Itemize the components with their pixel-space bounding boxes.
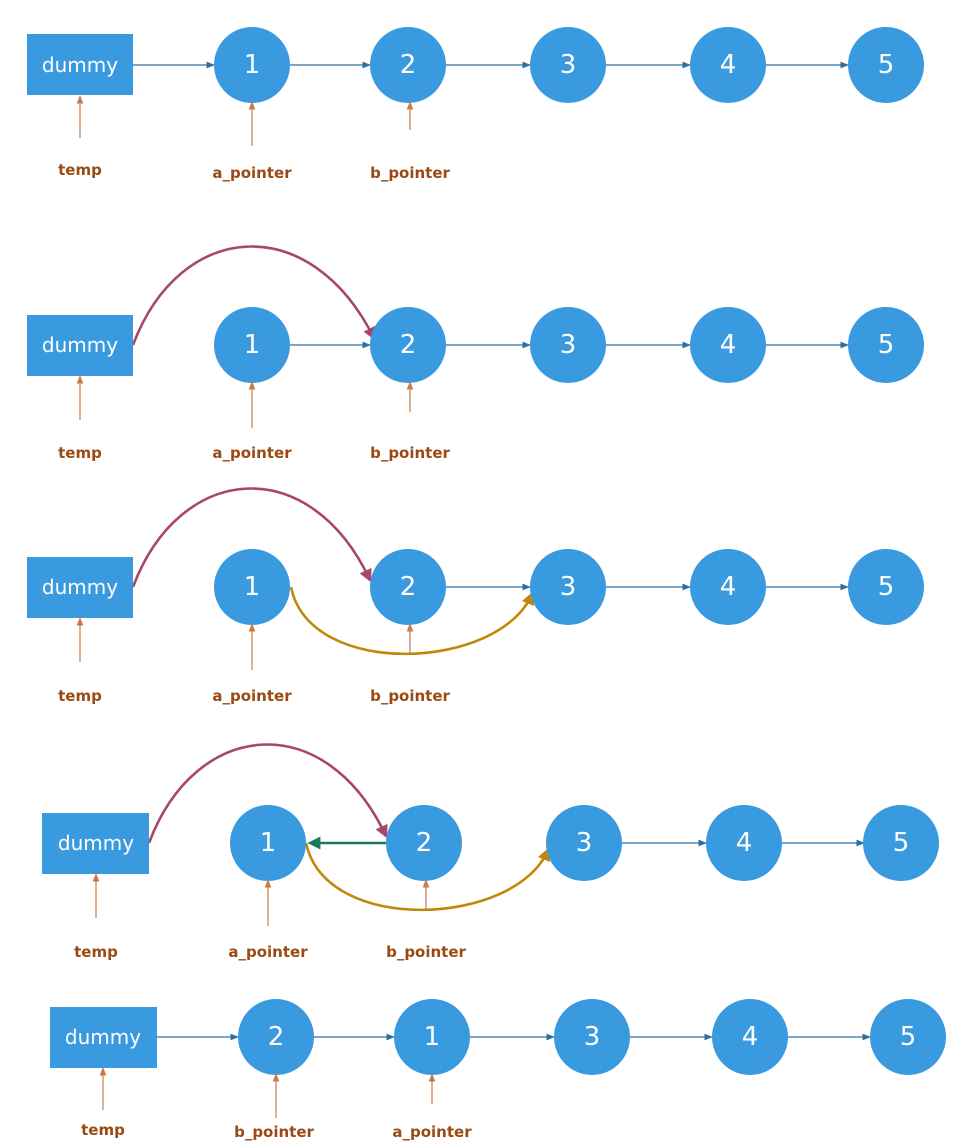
node-value: 2 [400,330,417,360]
dummy-node [50,1007,157,1068]
node-value: 4 [720,572,737,602]
a-pointer-label: a_pointer [212,444,292,462]
list-node [214,27,290,103]
temp-label: temp [74,943,118,961]
temp-label: temp [81,1121,125,1139]
node-value: 3 [584,1022,601,1052]
list-node [214,549,290,625]
list-node [230,805,306,881]
dummy-node [27,557,133,618]
b-pointer-label: b_pointer [370,164,450,182]
list-node [848,307,924,383]
list-node [370,549,446,625]
node-value: 5 [878,50,895,80]
node-value: 2 [416,828,433,858]
node-value: 3 [560,330,577,360]
dummy-label: dummy [42,575,118,599]
dummy-node [42,813,149,874]
step-2: dummy 1 2 3 4 5 temp a_pointer b_pointer [27,245,924,462]
node-value: 5 [878,330,895,360]
node-value: 4 [720,330,737,360]
dummy-to-2-arrow [131,245,376,346]
list-node [530,307,606,383]
list-node [386,805,462,881]
b-pointer-label: b_pointer [370,687,450,705]
temp-label: temp [58,444,102,462]
dummy-node [27,315,133,376]
list-node [690,307,766,383]
list-node [214,307,290,383]
list-node [690,27,766,103]
list-node [706,805,782,881]
a-pointer-label: a_pointer [392,1123,472,1141]
list-node [848,27,924,103]
dummy-node [27,34,133,95]
list-node [712,999,788,1075]
dummy-label: dummy [65,1025,141,1049]
dummy-to-2-arrow [131,487,372,588]
a-pointer-label: a_pointer [212,687,292,705]
list-node [690,549,766,625]
dummy-label: dummy [42,53,118,77]
dummy-to-2-arrow [147,743,388,844]
list-node [530,27,606,103]
a-pointer-label: a_pointer [228,943,308,961]
step-5: dummy 2 1 3 4 5 temp b_pointer a_pointer [50,999,946,1141]
node-value: 5 [878,572,895,602]
node1-to-3-arrow [304,842,550,912]
temp-label: temp [58,161,102,179]
list-node [848,549,924,625]
node-value: 3 [560,50,577,80]
node-value: 3 [560,572,577,602]
step-4: dummy 1 2 3 4 5 temp a_pointer b_pointer [42,743,939,961]
node-value: 2 [400,572,417,602]
node1-to-3-arrow [289,586,534,656]
list-node [370,307,446,383]
list-node [370,27,446,103]
node-value: 2 [400,50,417,80]
list-node [394,999,470,1075]
node-value: 3 [576,828,593,858]
step-3: dummy 1 2 3 4 5 temp a_pointer b_pointer [27,487,924,705]
list-node [546,805,622,881]
node-value: 1 [424,1022,441,1052]
b-pointer-label: b_pointer [370,444,450,462]
b-pointer-label: b_pointer [386,943,466,961]
node-value: 4 [720,50,737,80]
node-value: 5 [900,1022,917,1052]
b-pointer-label: b_pointer [234,1123,314,1141]
list-node [870,999,946,1075]
node-value: 2 [268,1022,285,1052]
temp-label: temp [58,687,102,705]
node-value: 4 [742,1022,759,1052]
node-value: 5 [893,828,910,858]
node-value: 1 [244,50,261,80]
list-node [238,999,314,1075]
node-value: 1 [244,572,261,602]
node-value: 1 [244,330,261,360]
a-pointer-label: a_pointer [212,164,292,182]
list-node [863,805,939,881]
dummy-label: dummy [42,333,118,357]
step-1: dummy 1 2 3 4 5 temp a_pointer b_pointer [27,27,924,182]
list-node [530,549,606,625]
node-value: 1 [260,828,277,858]
list-node [554,999,630,1075]
dummy-label: dummy [58,831,134,855]
node-value: 4 [736,828,753,858]
